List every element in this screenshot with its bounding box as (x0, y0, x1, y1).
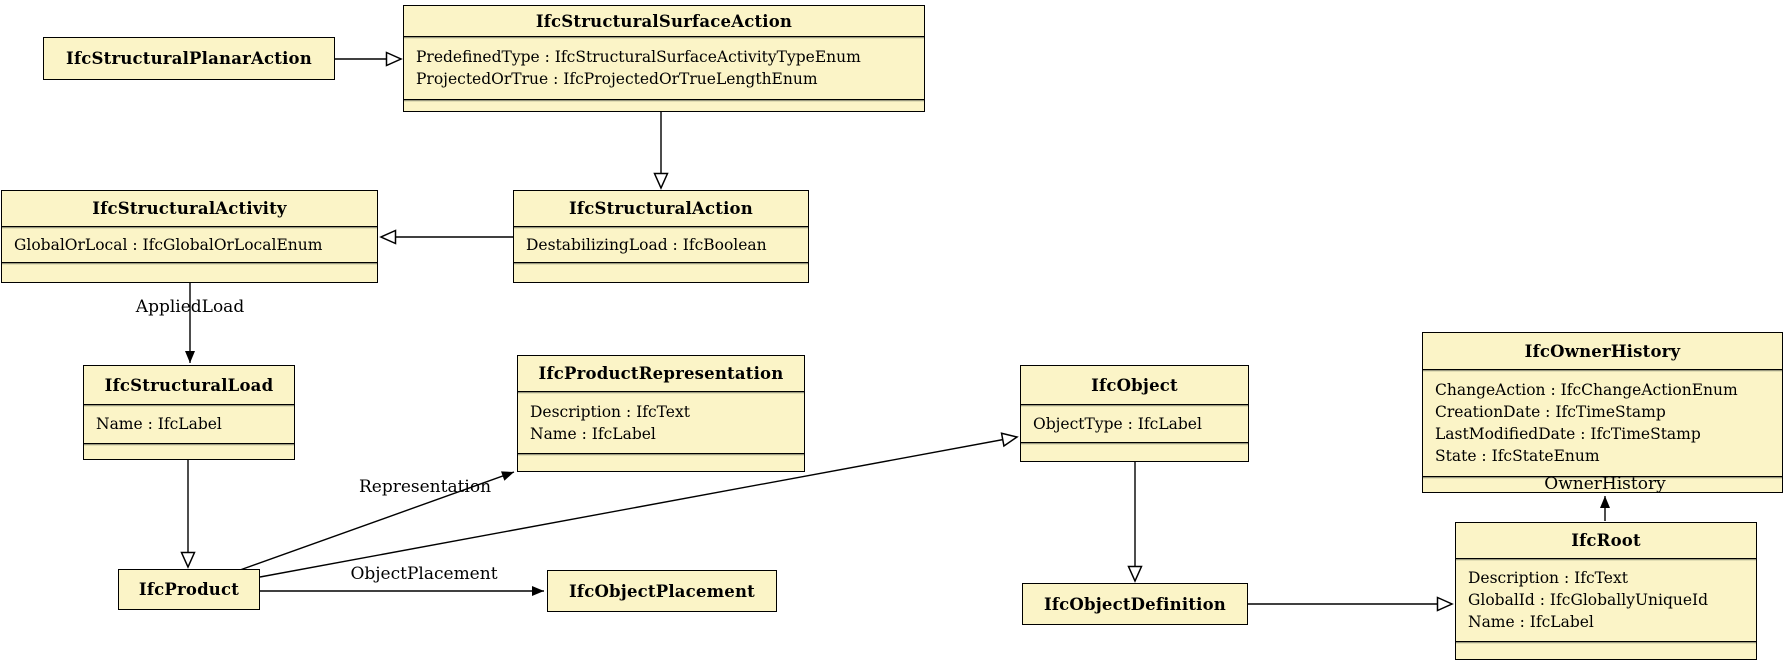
edge-association-IfcProduct-to-IfcProductRepresentation (239, 471, 515, 571)
edge-inheritance-IfcProduct-to-IfcObject (259, 432, 1019, 578)
